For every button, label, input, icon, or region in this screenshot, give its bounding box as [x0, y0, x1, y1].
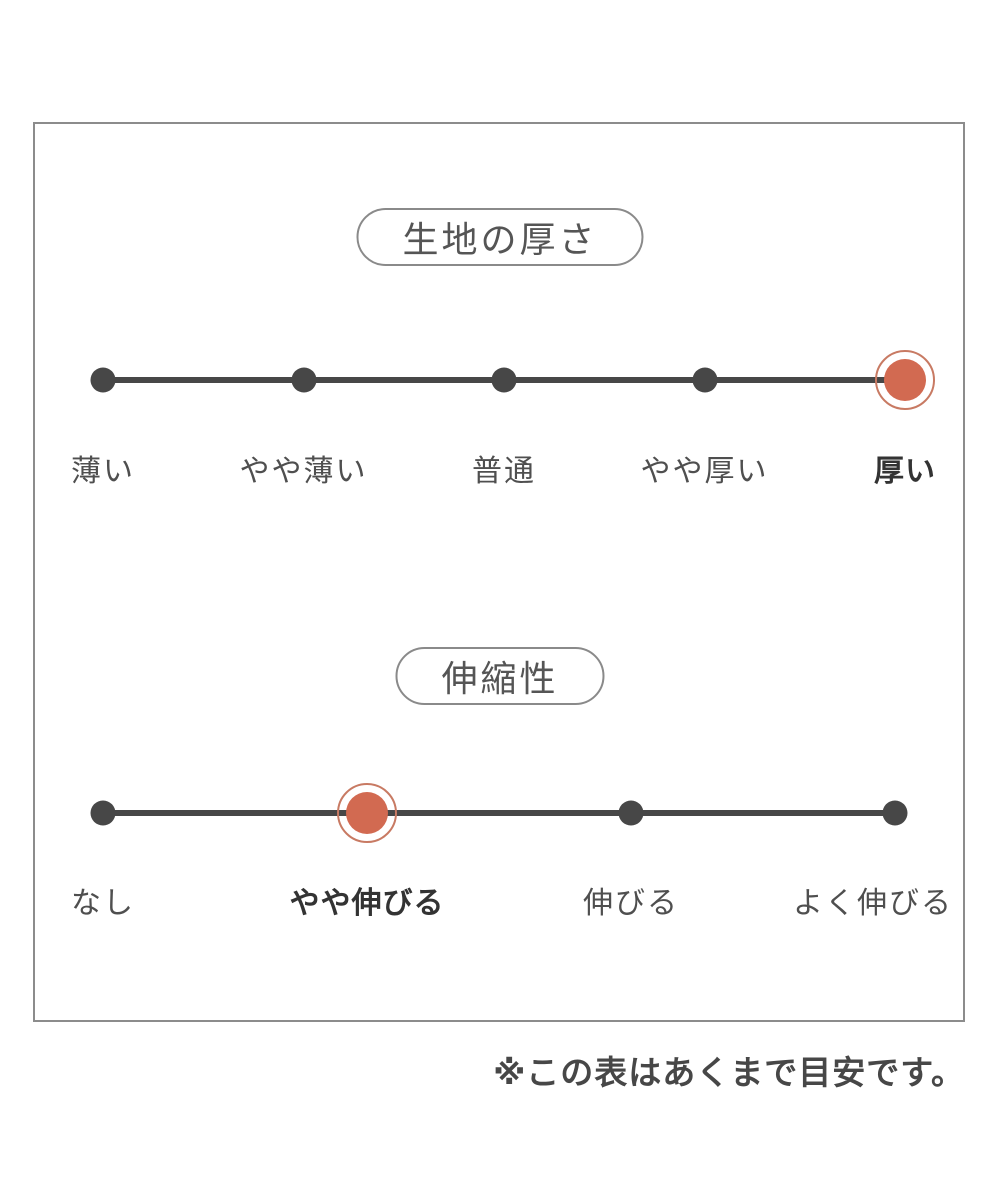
stretch-title-pill: 伸縮性 [395, 647, 605, 705]
disclaimer-note: ※この表はあくまで目安です。 [493, 1054, 965, 1091]
chart-frame [33, 122, 965, 1022]
scale-label: やや薄い [239, 455, 368, 488]
fabric-thickness-title: 生地の厚さ [402, 219, 598, 260]
scale-label: 普通 [472, 455, 536, 488]
scale-dot [618, 800, 644, 826]
fabric-thickness-title-pill: 生地の厚さ [356, 208, 644, 266]
scale-label-selected: 厚い [874, 455, 936, 488]
selected-dot [884, 359, 926, 401]
scale-dot [491, 367, 517, 393]
scale-label: やや厚い [640, 455, 769, 488]
scale-label-selected: やや伸びる [289, 887, 445, 920]
scale-dot [90, 800, 116, 826]
scale-dot [90, 367, 116, 393]
scale-dot [291, 367, 316, 393]
scale-label: 薄い [71, 455, 135, 488]
scale-label: 伸びる [583, 887, 679, 920]
scale-line [100, 810, 898, 816]
selected-dot [346, 792, 388, 834]
scale-label: なし [71, 887, 135, 920]
stretch-title: 伸縮性 [441, 658, 559, 699]
scale-dot [882, 800, 908, 826]
scale-label: よく伸びる [793, 887, 953, 920]
selected-ring [875, 350, 935, 410]
selected-ring [337, 783, 397, 843]
scale-dot [692, 367, 717, 393]
